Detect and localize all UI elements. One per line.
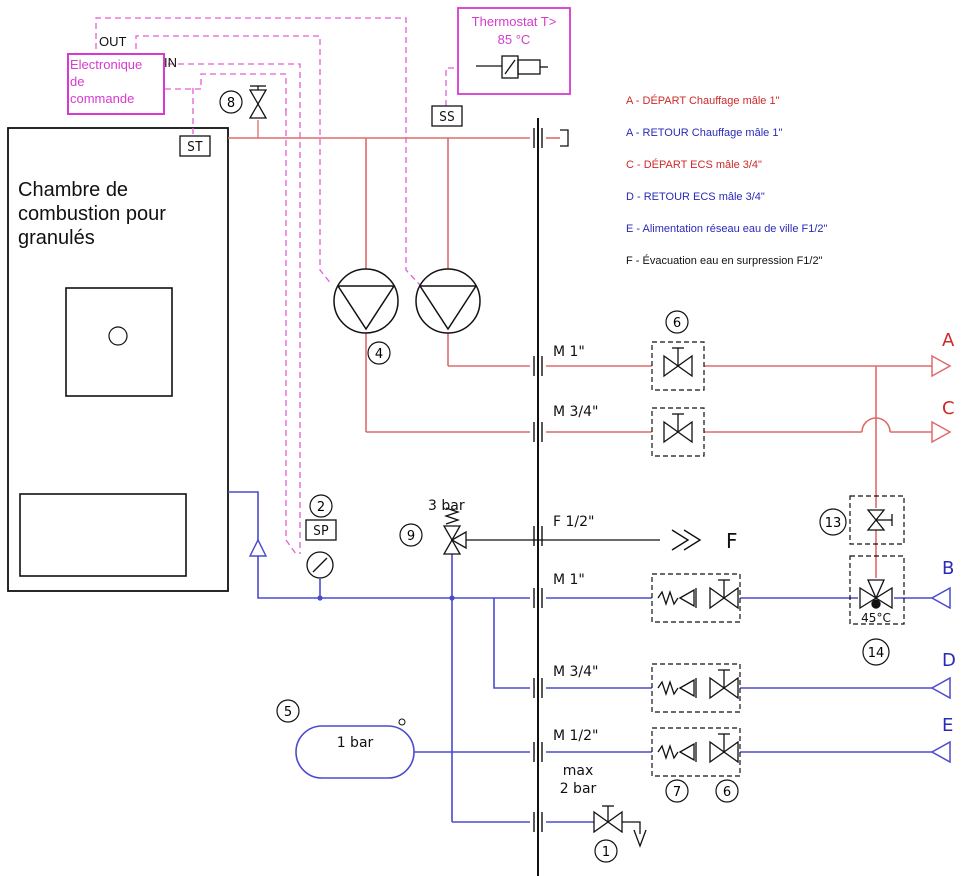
electronics-in-label: IN [164, 55, 177, 70]
port-c: C [942, 398, 955, 419]
boiler-label-3: granulés [18, 227, 95, 249]
boiler-body [7, 127, 229, 592]
legend-item-5: E - Alimentation réseau eau de ville F1/… [626, 223, 828, 235]
st-label: ST [187, 140, 203, 155]
pump-2-icon [415, 268, 481, 334]
callout-6a: 6 [673, 316, 681, 331]
thermostat-label-2: 85 °C [498, 32, 531, 47]
callout-8: 8 [227, 96, 235, 111]
mixing-temp: 45°C [861, 611, 891, 625]
legend-item-6: F - Évacuation eau en surpression F1/2" [626, 254, 823, 267]
thermostat-switch-icon [476, 55, 548, 79]
junction-dot-2 [449, 595, 455, 601]
callout-14: 14 [868, 646, 885, 661]
ss-sensor [431, 105, 463, 127]
port-f: F [726, 529, 738, 553]
boiler-peephole [108, 326, 128, 346]
valve-group-d [651, 663, 741, 713]
callout-2: 2 [317, 500, 325, 515]
max-pressure: 2 bar [560, 781, 597, 797]
sp-label: SP [313, 524, 329, 539]
legend-item-4: D - RETOUR ECS mâle 3/4" [626, 191, 765, 203]
legend-item-3: C - DÉPART ECS mâle 3/4" [626, 158, 762, 171]
callout-13: 13 [825, 516, 842, 531]
legend-item-2: A - RETOUR Chauffage mâle 1" [626, 127, 782, 139]
boiler-door [65, 287, 173, 397]
fitting-m12: M 1/2" [553, 728, 599, 744]
relief-pressure: 3 bar [428, 498, 465, 514]
thermostat-box [457, 7, 571, 95]
drain-arrow-icon [671, 529, 702, 551]
legend-item-1: A - DÉPART Chauffage mâle 1" [626, 94, 780, 107]
mixing-valve-14-icon [849, 555, 905, 625]
electronics-out-label: OUT [99, 34, 127, 49]
fitting-f12: F 1/2" [553, 514, 594, 530]
boiler-ash-drawer [19, 493, 187, 577]
valve-group-a [651, 341, 705, 391]
callout-4: 4 [375, 347, 383, 362]
expansion-tank [295, 718, 415, 779]
electronics-label-1: Electronique [70, 57, 142, 72]
relief-valve-icon [442, 507, 660, 555]
callout-5: 5 [284, 705, 292, 720]
valve-group-e [651, 727, 741, 777]
port-d: D [942, 650, 956, 671]
header-end-cap [560, 129, 569, 147]
drain-valve-icon [593, 805, 647, 848]
st-sensor [179, 135, 211, 157]
boiler: Chambre de combustion pour granulés [7, 127, 229, 592]
boiler-label-1: Chambre de [18, 179, 128, 201]
pressure-gauge-icon [306, 551, 334, 598]
air-vent-valve-icon [248, 85, 268, 138]
port-e: E [942, 715, 953, 736]
electronics-label-3: commande [70, 91, 134, 106]
wall-fittings [533, 128, 543, 832]
callout-1: 1 [602, 845, 610, 860]
sp-sensor [305, 519, 337, 541]
port-arrows [930, 354, 952, 764]
port-b: B [942, 558, 954, 579]
callout-7: 7 [673, 785, 681, 800]
return-check-icon [248, 538, 268, 557]
valve-13-icon [849, 495, 905, 545]
legend: A - DÉPART Chauffage mâle 1" A - RETOUR … [626, 94, 828, 267]
electronics-box [67, 53, 165, 115]
ss-label: SS [439, 110, 455, 125]
boiler-label-2: combustion pour [18, 203, 166, 225]
thermostat-label-1: Thermostat T> [472, 14, 557, 29]
fitting-m34-supply: M 3/4" [553, 404, 599, 420]
fitting-m1-supply: M 1" [553, 344, 585, 360]
valve-group-c [651, 407, 705, 457]
fitting-m34-return: M 3/4" [553, 664, 599, 680]
supply-piping [228, 137, 932, 578]
callout-9: 9 [407, 529, 415, 544]
max-label: max [563, 763, 594, 779]
electronics-label-2: de [70, 74, 84, 89]
fitting-m1-return: M 1" [553, 572, 585, 588]
callout-6b: 6 [723, 785, 731, 800]
pump-1-icon [333, 268, 399, 334]
port-a: A [942, 330, 955, 351]
number-bubbles [219, 90, 890, 863]
tank-pressure: 1 bar [337, 735, 374, 751]
valve-group-b [651, 573, 741, 623]
